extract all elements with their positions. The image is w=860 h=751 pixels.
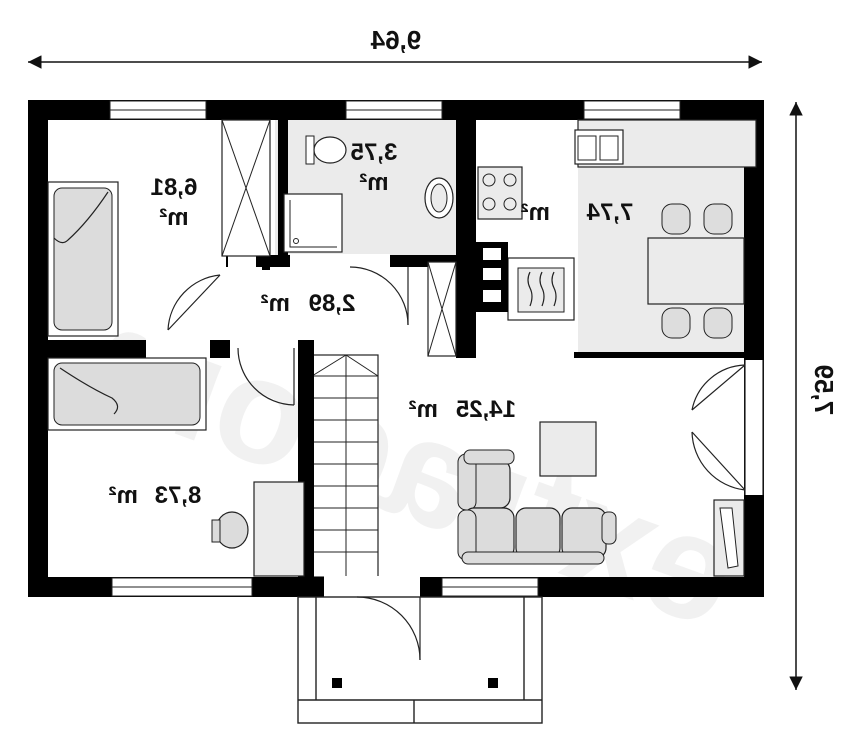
room-unit: m²	[159, 204, 188, 231]
room-area: 14,25	[456, 396, 516, 423]
room-unit: m²	[521, 199, 550, 226]
lower-bathtub	[47, 357, 207, 431]
staircase	[311, 354, 379, 578]
entrance-gap	[324, 576, 420, 598]
room-unit: m²	[109, 482, 138, 509]
dimension-lines	[28, 55, 803, 690]
dining-table	[647, 203, 745, 339]
room-label-kitchen: 7,74 m²	[521, 199, 634, 226]
depth-dimension: 7,59	[809, 365, 839, 416]
room-area: 6,81	[151, 174, 198, 201]
porch-post-left	[488, 678, 498, 688]
room-area: 2,89	[309, 290, 356, 317]
room-label-bedroom: 8,73 m²	[109, 482, 202, 509]
room-area: 3,75	[351, 139, 398, 166]
room-unit: m²	[409, 396, 438, 423]
porch-post-right	[332, 678, 342, 688]
kitchen-counter	[477, 119, 757, 220]
room-unit: m²	[261, 290, 290, 317]
entrance-door	[356, 596, 421, 661]
terrace-door	[691, 364, 746, 491]
terrace-door-gap	[745, 360, 763, 495]
fireplace	[476, 242, 575, 321]
room-label-hall: 2,89 m²	[261, 290, 356, 317]
room-label-bath-upper: 6,81 m²	[151, 174, 198, 231]
bottom-windows	[111, 577, 539, 597]
living-furniture	[457, 421, 617, 565]
wc-fixtures	[283, 135, 454, 253]
bath-upper-fixtures	[47, 119, 271, 337]
room-labels: 6,81 m² 3,75 m² 7,74 m² 2,89 m² 14,25 m²…	[109, 139, 634, 509]
top-windows	[109, 100, 681, 120]
bedroom-desk	[211, 481, 305, 577]
closet	[427, 261, 457, 357]
room-label-living: 14,25 m²	[409, 396, 516, 423]
room-area: 8,73	[155, 482, 202, 509]
tv-cabinet	[713, 499, 745, 577]
room-label-wc: 3,75 m²	[351, 139, 398, 196]
room-unit: m²	[359, 169, 388, 196]
width-dimension: 9,64	[370, 25, 421, 55]
room-area: 7,74	[586, 199, 633, 226]
